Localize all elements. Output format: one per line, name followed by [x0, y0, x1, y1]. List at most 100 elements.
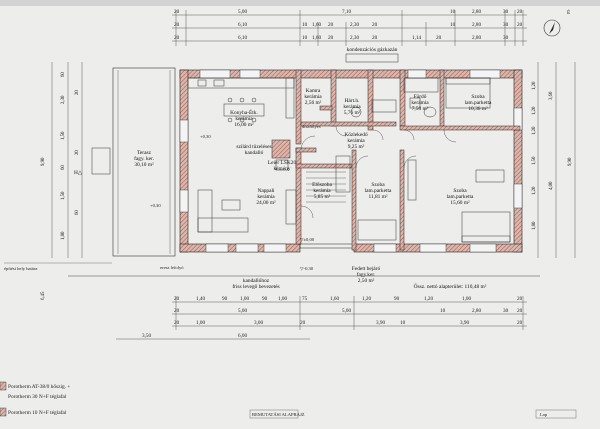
- dim-text: 10: [440, 308, 446, 314]
- room-floor: kerámia: [343, 104, 361, 110]
- room-area: 7,50 m²: [412, 106, 429, 112]
- label-diszfolyes: díszfolyes: [302, 124, 321, 129]
- dim-text: 2,30: [350, 35, 359, 41]
- dim-text: 20: [174, 308, 180, 314]
- dim-text: 1,50: [61, 131, 66, 140]
- interior-walls: [295, 69, 521, 251]
- room-label-kamra: Kamra kerámia 2,56 m²: [304, 88, 322, 106]
- air-inlet-label: kandallóhoz: [243, 278, 270, 284]
- room-area: 24,00 m²: [256, 200, 276, 206]
- room-name: Szoba: [471, 94, 485, 100]
- room-floor: fagy. ker.: [134, 155, 154, 162]
- room-label-terasz: Terasz fagy. ker. 30,10 m²: [134, 150, 154, 168]
- north-label: É: [567, 8, 571, 16]
- dim-text: 2,80: [472, 22, 481, 28]
- dim-text: 1,60: [312, 22, 321, 28]
- dim-text: 1,00: [278, 296, 287, 302]
- dim-text: 6,45: [41, 291, 46, 300]
- dim-text: 9,90: [41, 157, 46, 166]
- dim-text: 1,20: [424, 296, 433, 302]
- dim-text: 30: [503, 9, 509, 15]
- room-floor: fagy.ker.: [357, 271, 376, 278]
- door-swings: [300, 125, 457, 219]
- left-dimension-text: 9,90 6,45 60 2,30 1,50 60 1,50 1,80 20 2…: [41, 72, 80, 300]
- room-label-konyha: Konyha-Étk. kerámia 16,00 m²: [230, 108, 258, 128]
- dim-text: 3,90: [376, 320, 385, 326]
- room-name: Fedett bejáró: [352, 266, 381, 272]
- dim-text: 1,80: [532, 221, 537, 230]
- dim-text: 90: [394, 296, 400, 302]
- dim-text: 1,60: [312, 35, 321, 41]
- dim-text: 5,00: [238, 308, 247, 314]
- terrace-mark: H△: [74, 170, 82, 176]
- room-label-kozlekedo: Közlekedő kerámia 9,25 m²: [344, 132, 368, 150]
- dim-text: 20: [174, 22, 180, 28]
- dim-text: 2,80: [472, 9, 481, 15]
- chimney-label: kémény: [273, 166, 290, 172]
- dim-text: 20: [75, 150, 80, 155]
- dim-text: 9,90: [568, 157, 573, 166]
- dim-text: 60: [61, 72, 66, 77]
- dim-text: 1,00: [196, 320, 205, 326]
- legend-item: Porotherm AT-38/0 hőszig. +: [8, 384, 70, 390]
- hallway-marks: [306, 171, 346, 203]
- fireplace-icon: [271, 139, 291, 171]
- room-label-szoba1: Szoba lam.parketta 10,36 m²: [465, 94, 492, 112]
- room-area: 30,10 m²: [134, 162, 154, 168]
- room-floor: kerámia: [304, 94, 322, 100]
- dim-text: 1,40: [196, 296, 205, 302]
- room-name: Kamra: [306, 88, 321, 94]
- room-label-szoba3: Szoba lam.parketta 15,60 m²: [447, 188, 474, 206]
- label-leier: Leier LSK20 kémény: [268, 160, 297, 172]
- legend-swatch: [0, 381, 7, 391]
- level-plus-1: +0,30: [200, 134, 211, 140]
- label-epitesi-hely: építési hely határa: [4, 266, 37, 271]
- room-area: 5,85 m²: [314, 194, 331, 200]
- dim-text: 30: [503, 308, 509, 314]
- dim-text: 2,30: [61, 95, 66, 104]
- dim-text: 1,20: [532, 126, 537, 135]
- level-minus: ▽-0,30: [300, 266, 314, 272]
- legend-item: Porotherm 10 N+F téglafal: [8, 409, 67, 416]
- level-zero: ▽±0,00: [300, 237, 315, 243]
- dim-text: 20: [372, 22, 378, 28]
- room-label-nappali: Nappali kerámia 24,00 m²: [256, 188, 276, 206]
- dim-text: 20: [174, 320, 180, 326]
- room-area: 5,76 m²: [344, 110, 361, 116]
- legend-item: Porotherm 30 N+F téglafal: [8, 393, 67, 400]
- dim-text: 6,00: [238, 333, 247, 339]
- top-dimension-lines: [172, 10, 527, 46]
- boiler-label: kondenzációs gázkazán: [347, 47, 398, 53]
- dim-text: 3,00: [254, 320, 263, 326]
- legend-swatch: [0, 407, 7, 417]
- dim-text: 1,50: [61, 191, 66, 200]
- dim-text: 20: [517, 320, 523, 326]
- room-floor: kerámia: [347, 138, 365, 144]
- dim-text: 2,80: [472, 35, 481, 41]
- room-floor: lam.parketta: [447, 194, 474, 200]
- kitchen-furniture: [187, 77, 295, 123]
- room-area: 11,81 m²: [368, 194, 387, 200]
- dim-text: 1,50: [532, 156, 537, 165]
- room-name: Hárt.h.: [345, 98, 360, 104]
- top-dimension-text: 20 5,00 7,10 10 2,80 30 20 20 6,10 10 1,…: [174, 9, 523, 41]
- living-furniture: [197, 189, 297, 233]
- dim-text: 10: [302, 35, 308, 41]
- right-dimension-text: 1,20 1,20 1,20 1,50 1,20 1,80 3,60 4,00 …: [532, 81, 573, 230]
- room-name: Konyha-Étk.: [230, 108, 258, 116]
- dim-text: 20: [75, 90, 80, 95]
- dim-text: 20: [436, 35, 442, 41]
- dim-text: 5,00: [238, 9, 247, 15]
- dim-text: 1,20: [362, 296, 371, 302]
- dim-text: 20: [300, 320, 306, 326]
- paper-top-shadow: [0, 0, 600, 6]
- dim-text: 10: [400, 320, 406, 326]
- dim-text: 3,90: [460, 320, 469, 326]
- dim-text: 1,00: [240, 296, 249, 302]
- dim-text: 20: [174, 35, 180, 41]
- bedroom-furniture: [335, 77, 511, 243]
- bathroom-fixtures: [350, 77, 439, 118]
- title-block: BEMUTATÁSI ALAPRAJZ Lap: [249, 409, 577, 419]
